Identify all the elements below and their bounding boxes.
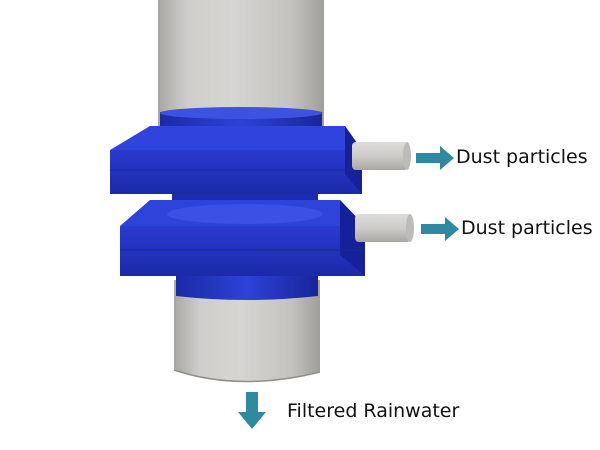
dust-particles-label-lower: Dust particles <box>461 217 593 239</box>
upper-nozzle <box>352 142 411 170</box>
upper-filter-box <box>110 126 362 194</box>
upper-pipe <box>158 0 324 126</box>
lower-pipe <box>173 280 321 383</box>
filtered-rainwater-label: Filtered Rainwater <box>287 400 460 422</box>
lower-collar <box>176 276 318 300</box>
lower-nozzle <box>355 214 414 242</box>
dust-particles-label-upper: Dust particles <box>456 146 588 168</box>
arrow-right-icon <box>416 146 454 170</box>
lower-filter-box <box>120 200 365 276</box>
arrow-down-icon <box>238 392 266 429</box>
arrow-right-icon <box>421 217 459 241</box>
